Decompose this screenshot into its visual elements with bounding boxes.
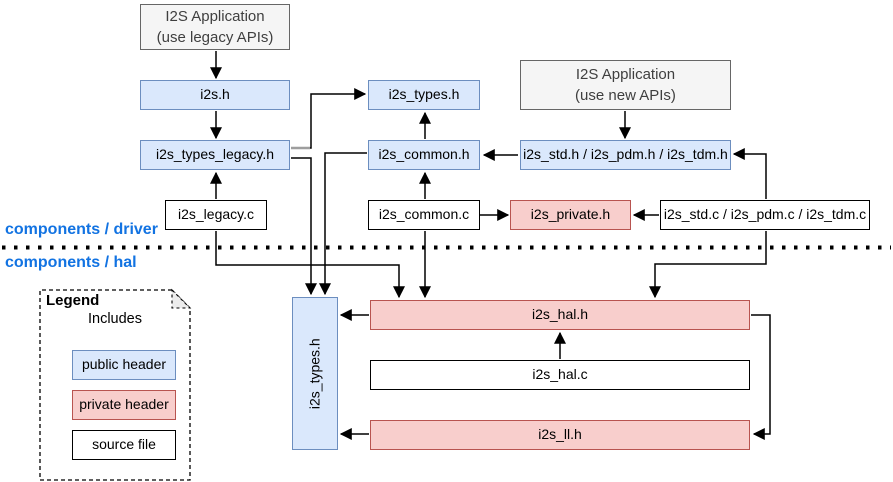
node-i2s-ll-h: i2s_ll.h [370,420,750,450]
node-i2s-hal-h: i2s_hal.h [370,300,750,330]
layer-label-hal: components / hal [5,254,137,271]
node-i2s-std-h: i2s_std.h / i2s_pdm.h / i2s_tdm.h [520,140,731,170]
edge-i2s-hal-h-to-i2s-ll-h [751,314,771,440]
node-i2s-types-h-hal: i2s_types.h [292,297,338,450]
edge-i2s-legacy-c-to-i2s-hal-h [215,231,405,299]
node-app-legacy-line2: (use legacy APIs) [156,29,274,46]
legend-folded-corner [171,288,192,309]
node-i2s-types-h-hal-label: i2s_types.h [306,338,323,409]
node-app-new-line1: I2S Application [575,66,676,83]
edge-i2s-std-c-to-i2s-hal-h [649,231,767,299]
node-i2s-private-h: i2s_private.h [510,200,631,230]
node-app-new: I2S Application (use new APIs) [520,60,731,110]
legend-swatch-private-header: private header [72,390,176,420]
legend-swatch-source-file: source file [72,430,176,460]
node-app-legacy-line1: I2S Application [165,8,265,25]
legend-includes-label: Includes [87,311,142,327]
legend-swatch-public-header: public header [72,350,176,380]
node-i2s-legacy-c: i2s_legacy.c [165,200,267,230]
node-i2s-types-h: i2s_types.h [368,80,480,110]
node-i2s-types-legacy-h: i2s_types_legacy.h [140,140,290,170]
legend-title: Legend [46,292,100,309]
node-app-new-line2: (use new APIs) [575,87,676,104]
layer-label-driver: components / driver [5,221,158,238]
node-i2s-h: i2s.h [140,80,290,110]
edge-i2s-types-legacy-h-to-i2s-types-h [291,88,367,149]
edge-i2s-types-legacy-h-to-i2s-types-h-hal [291,157,317,296]
node-i2s-hal-c: i2s_hal.c [370,360,750,390]
edge-i2s-common-h-to-i2s-types-h-hal [319,152,367,296]
node-i2s-common-c: i2s_common.c [368,200,480,230]
node-i2s-common-h: i2s_common.h [368,140,480,170]
node-app-legacy: I2S Application (use legacy APIs) [140,4,290,50]
edge-i2s-std-c-to-i2s-std-h [732,148,767,199]
node-i2s-std-c: i2s_std.c / i2s_pdm.c / i2s_tdm.c [660,200,870,230]
